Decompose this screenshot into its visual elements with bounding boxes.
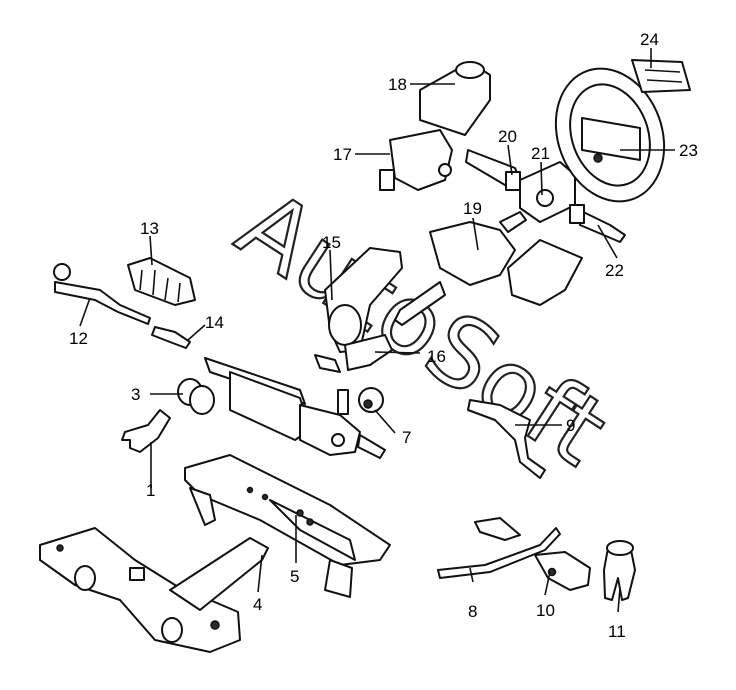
callout-20: 20 [498, 127, 517, 146]
callout-11: 11 [608, 622, 626, 641]
part-12-tie-rod [53, 263, 151, 325]
callout-24: 24 [640, 30, 659, 49]
callout-22: 22 [605, 261, 624, 280]
part-21-switch-body [519, 161, 576, 223]
callout-4: 4 [253, 595, 262, 614]
part-17-ignition-switch [379, 129, 453, 191]
part-13-boot [127, 257, 196, 306]
part-18-housing [419, 61, 491, 136]
part-15-column-bracket [324, 247, 403, 353]
watermark: AutoSoft [218, 168, 627, 489]
part-4-subframe [39, 527, 269, 653]
callout-18: 18 [388, 75, 407, 94]
part-20-left-stalk [465, 149, 521, 191]
callout-21: 21 [531, 144, 550, 163]
callout-23: 23 [679, 141, 698, 160]
callout-13: 13 [140, 219, 159, 238]
part-5-crossmember [184, 454, 391, 598]
part-10-lever [534, 551, 591, 591]
part-3-bushing [177, 378, 215, 415]
callout-7: 7 [402, 428, 411, 447]
callout-8: 8 [468, 602, 477, 621]
part-8-shift-rod [437, 517, 561, 579]
part-11-fork-bracket [603, 540, 636, 601]
callout-9: 9 [566, 416, 575, 435]
callout-19: 19 [463, 199, 482, 218]
callout-labels: 1 3 4 5 16 7 8 9 10 11 12 13 14 15 17 18… [69, 30, 698, 641]
callout-3: 3 [131, 385, 140, 404]
callout-5: 5 [290, 567, 299, 586]
callout-10: 10 [536, 601, 555, 620]
part-19-steering-column [394, 211, 527, 326]
steering-rack [204, 357, 386, 459]
leader-lines [79, 48, 675, 613]
callout-1: 1 [146, 481, 155, 500]
callout-14: 14 [205, 313, 224, 332]
callout-12: 12 [69, 329, 88, 348]
watermark-text: AutoSoft [219, 169, 626, 487]
callout-16: 16 [427, 347, 446, 366]
part-14-inner-joint [151, 326, 191, 349]
part-22-right-stalk [569, 204, 626, 243]
part-9-linkage-arm [467, 399, 546, 479]
part-1-clamp [121, 409, 171, 453]
part-24-horn-pad [631, 59, 691, 93]
callout-15: 15 [322, 233, 341, 252]
part-16-lower-joint [314, 334, 393, 373]
column-cover [507, 239, 583, 306]
callout-17: 17 [333, 145, 352, 164]
part-7-bushing [358, 387, 384, 413]
part-23-steering-wheel [554, 67, 666, 203]
